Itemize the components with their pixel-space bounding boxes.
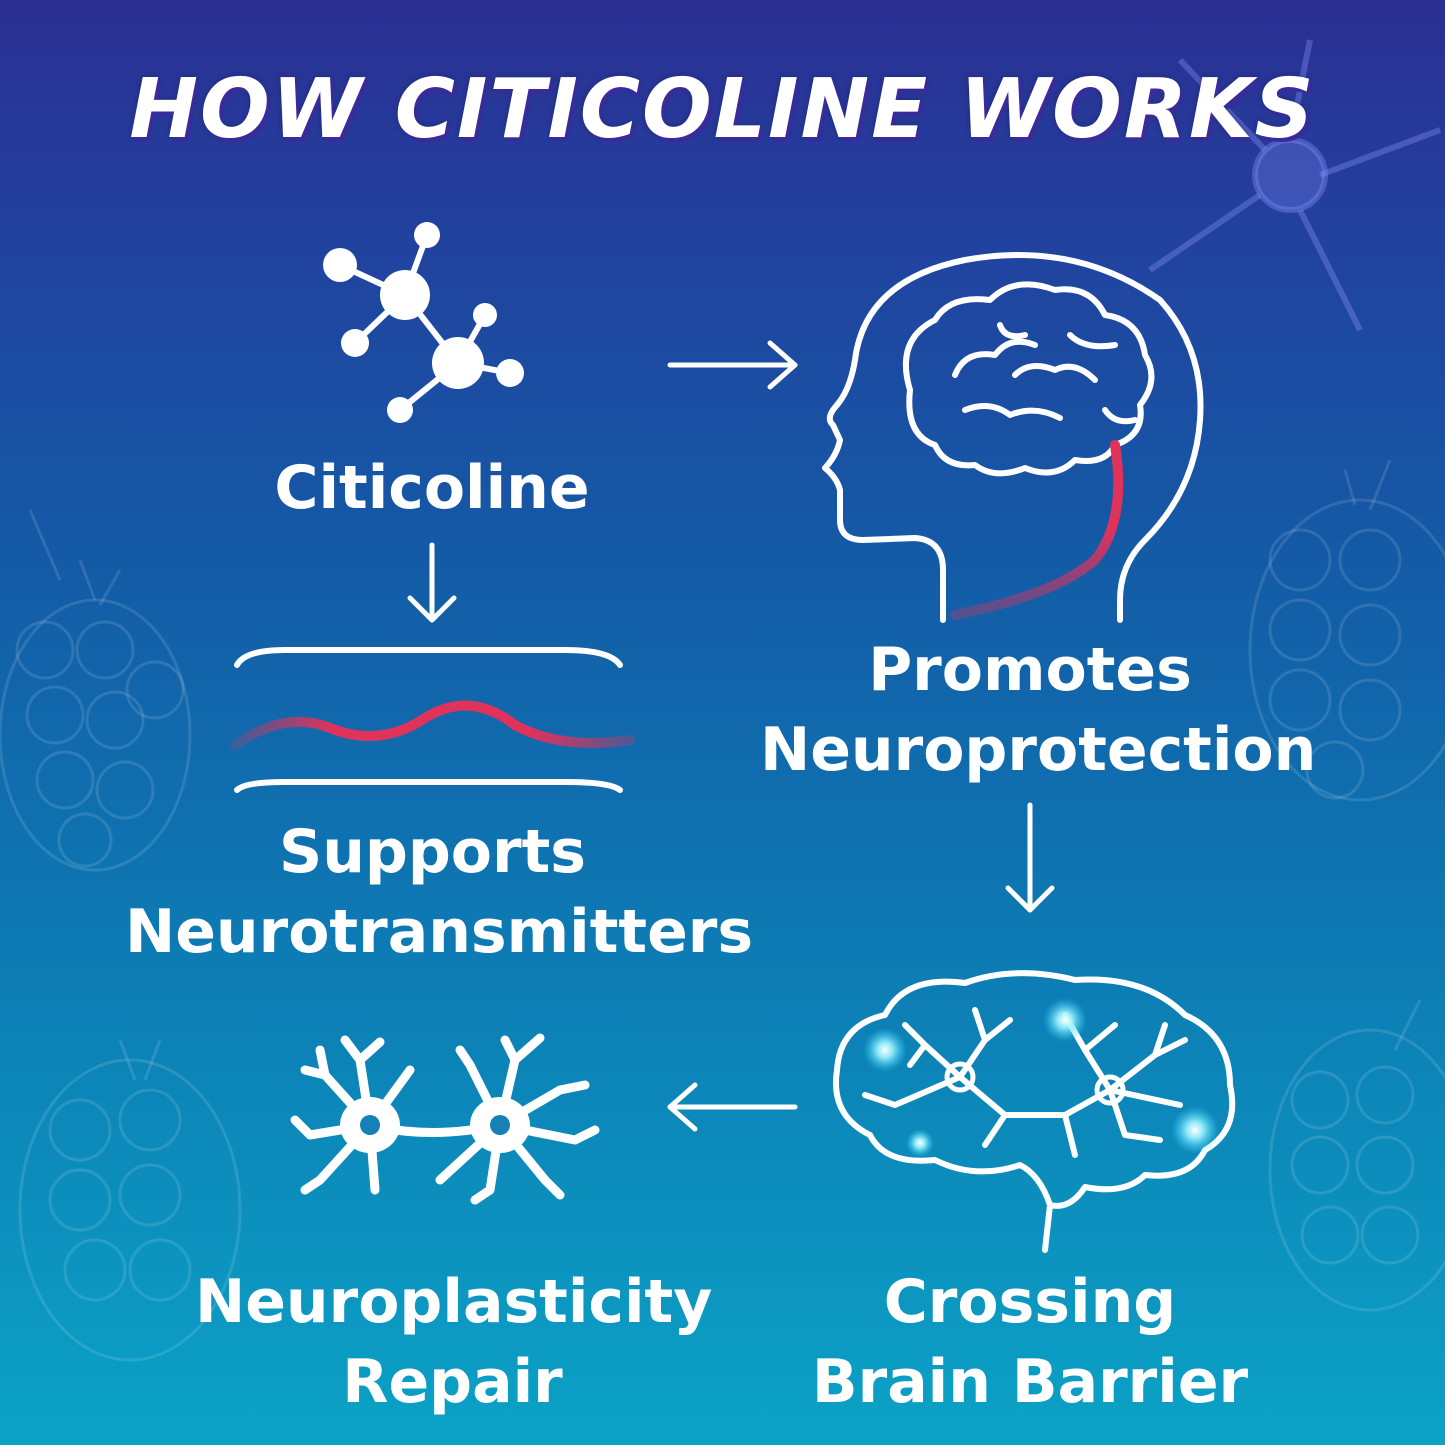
raspberry-right-icon <box>1248 459 1445 802</box>
neurotransmitters-label: Supports Neurotransmitters <box>125 812 754 972</box>
barrier-label-line-1: Crossing <box>883 1267 1177 1337</box>
page-title: HOW CITICOLINE WORKS <box>129 62 1316 157</box>
glowing-brain-icon <box>833 970 1236 1253</box>
neurotransmitters-label-line-2: Neurotransmitters <box>125 897 754 967</box>
neuroprotection-label: Promotes Neuroprotection <box>760 630 1317 790</box>
arrow-down-icon <box>407 542 457 623</box>
head-brain-icon <box>822 252 1204 623</box>
neuroplasticity-label: Neuroplasticity Repair <box>195 1262 713 1422</box>
citicoline-label-line: Citicoline <box>274 453 590 523</box>
synapse-icon <box>230 647 635 793</box>
citicoline-label: Citicoline <box>232 448 632 528</box>
arrow-down-icon <box>1005 802 1055 913</box>
neuroplasticity-label-line-1: Neuroplasticity <box>195 1267 713 1337</box>
raspberry-left-icon <box>0 509 192 872</box>
neurons-icon <box>290 1033 600 1205</box>
neurotransmitters-label-line-1: Supports <box>278 817 587 887</box>
arrow-left-icon <box>667 1082 798 1132</box>
neuroprotection-label-line-2: Neuroprotection <box>760 715 1317 785</box>
raspberry-bottom-right-icon <box>1268 999 1445 1312</box>
raspberry-bottom-left-icon <box>18 1039 242 1362</box>
barrier-label: Crossing Brain Barrier <box>800 1262 1260 1422</box>
neuroprotection-label-line-1: Promotes <box>868 635 1192 705</box>
neuron-background-icon <box>1148 39 1442 332</box>
neuroplasticity-label-line-2: Repair <box>342 1347 563 1417</box>
molecule-icon <box>323 222 524 423</box>
barrier-label-line-2: Brain Barrier <box>811 1347 1249 1417</box>
arrow-right-icon <box>667 340 798 390</box>
